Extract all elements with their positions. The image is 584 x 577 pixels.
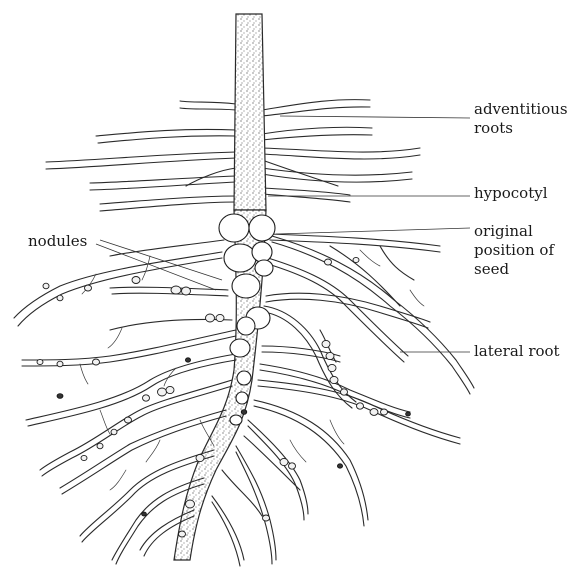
small-nodules: [37, 257, 388, 537]
label-nodules: nodules: [28, 232, 87, 251]
label-seed-position: original position of seed: [474, 222, 554, 279]
label-hypocotyl: hypocotyl: [474, 184, 548, 203]
hypocotyl-stem: [234, 14, 266, 210]
adventitious-roots: [46, 100, 420, 211]
label-adventitious-roots: adventitious roots: [474, 100, 568, 138]
label-lateral-root: lateral root: [474, 342, 560, 361]
